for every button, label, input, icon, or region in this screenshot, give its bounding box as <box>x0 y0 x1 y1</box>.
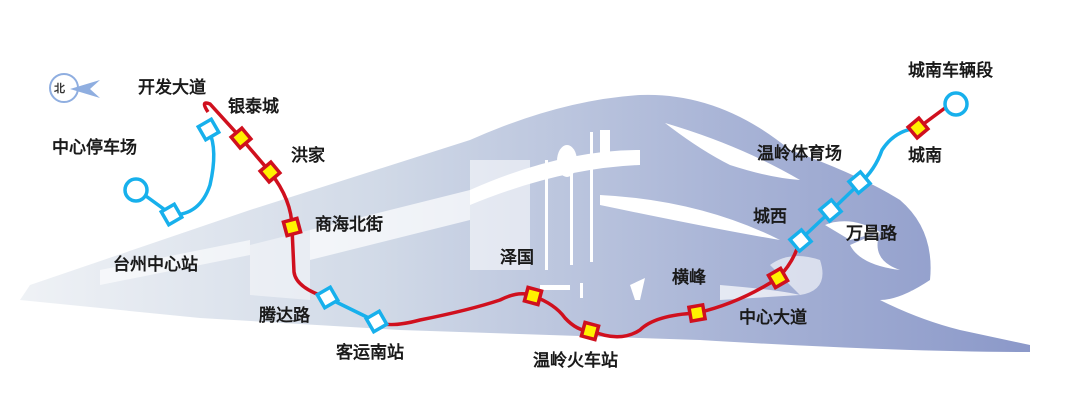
line-segment-elevated-north <box>202 101 329 300</box>
station-label-yintai-cheng: 银泰城 <box>228 97 279 117</box>
station-label-zhongxin-depot: 中心停车场 <box>52 138 137 158</box>
station-marker-zhongxin-dadao <box>766 266 790 290</box>
station-label-kaifa-dadao: 开发大道 <box>138 78 206 98</box>
compass-icon <box>49 73 100 103</box>
station-label-wenling-stadium: 温岭体育场 <box>757 144 842 164</box>
station-marker-keyun-nanzhan <box>363 308 390 335</box>
station-label-taizhou-center: 台州中心站 <box>113 255 198 275</box>
depot-marker-zhongxin <box>123 177 149 203</box>
station-marker-hongjia <box>257 159 283 185</box>
station-marker-wenling-stadium <box>846 169 873 196</box>
station-marker-wenling-railway <box>579 320 601 342</box>
depot-marker-chengnan <box>943 91 969 117</box>
station-label-chengnan: 城南 <box>908 146 942 166</box>
station-label-wenling-railway: 温岭火车站 <box>533 351 618 371</box>
station-marker-tengda-lu <box>314 284 341 311</box>
station-label-zhongxin-dadao: 中心大道 <box>739 308 807 328</box>
station-label-hengfeng: 横峰 <box>672 268 706 288</box>
station-label-tengda-lu: 腾达路 <box>259 306 310 326</box>
station-marker-chengxi <box>787 227 814 254</box>
station-marker-shanghai-beijie <box>281 216 303 238</box>
station-label-keyun-nanzhan: 客运南站 <box>336 343 404 363</box>
line-segment-underground-west <box>137 130 216 217</box>
station-marker-yintai-cheng <box>228 125 254 151</box>
station-label-hongjia: 洪家 <box>291 146 325 166</box>
station-label-chengxi: 城西 <box>753 207 787 227</box>
station-marker-zeguo <box>522 285 544 307</box>
station-marker-chengnan <box>905 115 931 141</box>
station-label-chengnan-depot: 城南车辆段 <box>908 61 993 81</box>
line-segment-elevated-south <box>376 239 802 339</box>
station-marker-taizhou-center <box>158 201 185 228</box>
station-label-shanghai-beijie: 商海北街 <box>315 215 383 235</box>
station-label-wanchang-lu: 万昌路 <box>846 224 897 244</box>
station-marker-hengfeng <box>686 302 708 324</box>
compass-north-label: 北 <box>54 82 65 95</box>
station-label-zeguo: 泽国 <box>500 248 534 268</box>
station-marker-wanchang-lu <box>817 197 844 224</box>
station-marker-kaifa-dadao <box>195 116 222 143</box>
